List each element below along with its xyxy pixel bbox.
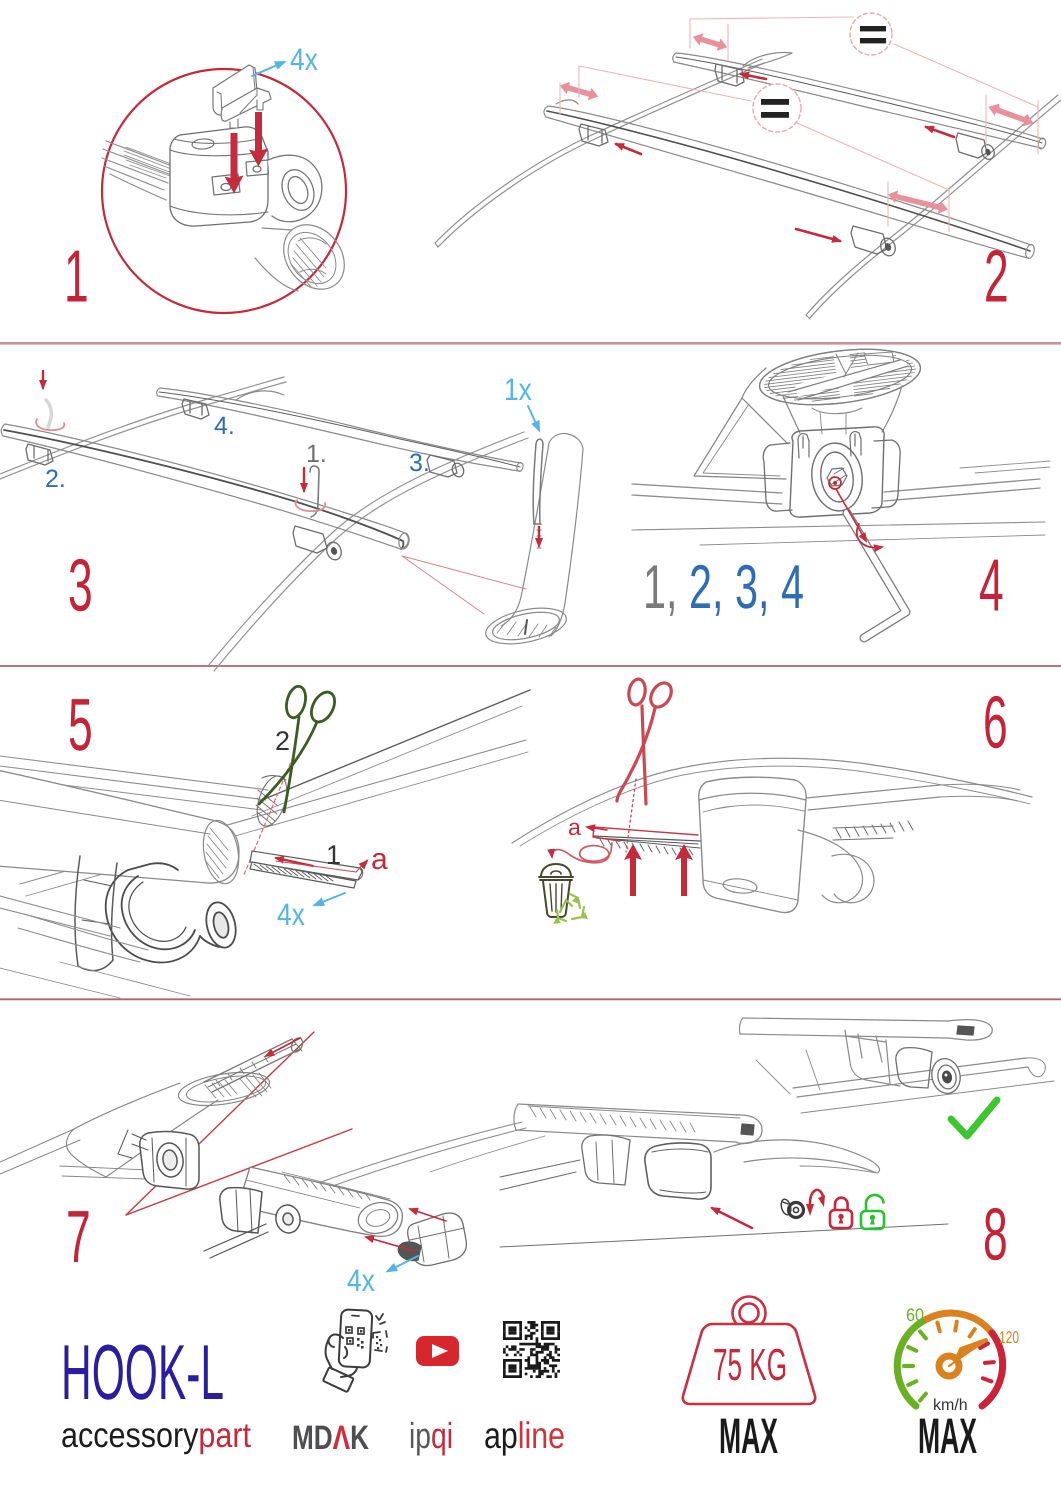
svg-text:6: 6 xyxy=(983,681,1008,764)
svg-text:4x: 4x xyxy=(347,1263,375,1298)
svg-text:60: 60 xyxy=(906,1305,924,1325)
svg-text:4x: 4x xyxy=(290,42,318,77)
svg-text:7: 7 xyxy=(66,1195,91,1278)
svg-text:1: 1 xyxy=(326,840,341,870)
svg-text:4: 4 xyxy=(979,544,1004,627)
svg-text:2: 2 xyxy=(275,726,290,756)
svg-text:4.: 4. xyxy=(214,412,235,440)
svg-text:MAX: MAX xyxy=(719,1408,778,1464)
svg-text:75 KG: 75 KG xyxy=(713,1339,787,1390)
svg-text:MDΛK: MDΛK xyxy=(292,1419,369,1457)
svg-text:4x: 4x xyxy=(277,897,305,932)
svg-text:accessorypart: accessorypart xyxy=(61,1416,251,1455)
svg-text:3.: 3. xyxy=(409,449,430,477)
svg-text:2: 2 xyxy=(984,235,1009,318)
svg-text:2.: 2. xyxy=(45,465,66,493)
svg-text:apline: apline xyxy=(484,1415,565,1456)
svg-text:1: 1 xyxy=(64,235,89,318)
svg-text:a: a xyxy=(568,814,581,840)
svg-text:8: 8 xyxy=(983,1193,1008,1276)
svg-text:HOOK-L: HOOK-L xyxy=(61,1328,224,1416)
svg-text:3: 3 xyxy=(68,544,93,627)
svg-text:1, 2, 3, 4: 1, 2, 3, 4 xyxy=(643,553,804,622)
svg-text:MAX: MAX xyxy=(918,1408,977,1464)
svg-text:120: 120 xyxy=(999,1328,1019,1347)
svg-text:5: 5 xyxy=(68,683,93,766)
svg-text:a: a xyxy=(371,843,388,876)
svg-text:1x: 1x xyxy=(504,372,532,407)
svg-text:km/h: km/h xyxy=(933,1397,968,1414)
svg-text:ipqi: ipqi xyxy=(409,1415,453,1456)
svg-text:1.: 1. xyxy=(306,440,327,468)
